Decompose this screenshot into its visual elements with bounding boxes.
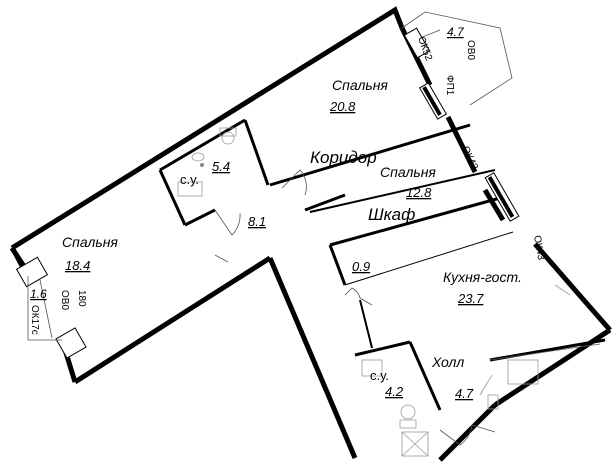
bath-bottom-fixtures: [361, 359, 429, 457]
room-name-bath-bottom: с.у.: [370, 368, 389, 383]
room-area-bedroom-mid: 12.8: [406, 185, 432, 200]
element-codes: ОК52 ОВ0 ФП1 ОК42 ОК43 ОВ0 ОК17с 180: [29, 35, 546, 334]
room-name-wardrobe: Шкаф: [368, 205, 415, 224]
bath-top-fixtures: [177, 127, 237, 197]
room-name-bath-top: с.у.: [180, 172, 199, 187]
room-area-bedroom-left: 18.4: [65, 258, 90, 273]
code-ok17: ОК17с: [29, 305, 40, 335]
room-name-bedroom-left: Спальня: [62, 234, 118, 250]
room-name-bedroom-top: Спальня: [332, 77, 388, 93]
code-ok43: ОК43: [531, 235, 546, 262]
room-labels: Спальня 20.8 Спальня 18.4 Спальня 12.8 К…: [30, 25, 522, 401]
room-area-bath-top: 5.4: [212, 159, 230, 174]
balcony-area-top-right: 4.7: [447, 25, 465, 39]
code-180: 180: [76, 290, 87, 307]
room-area-kitchen: 23.7: [457, 291, 484, 306]
windows: [403, 27, 520, 222]
room-area-bedroom-top: 20.8: [329, 99, 356, 114]
room-area-corridor: 8.1: [248, 214, 266, 229]
room-area-hall: 4.7: [455, 386, 474, 401]
room-name-kitchen: Кухня-гост.: [443, 269, 522, 285]
balcony-left: [10, 247, 87, 359]
doors: [214, 169, 496, 446]
room-area-bath-bottom: 4.2: [385, 384, 404, 399]
room-name-hall: Холл: [431, 354, 464, 370]
balcony-area-left: 1.6: [30, 287, 47, 301]
code-ok42: ОК42: [459, 145, 480, 172]
room-name-bedroom-mid: Спальня: [380, 164, 436, 180]
code-ob0-top: ОВ0: [465, 40, 476, 60]
kitchen-fixtures: [489, 284, 601, 385]
code-ofp: ФП1: [444, 75, 455, 96]
code-ob0-left: ОВ0: [59, 290, 70, 310]
hall-closet: [479, 374, 499, 410]
room-area-wardrobe: 0.9: [352, 259, 370, 274]
room-name-corridor: Коридор: [310, 148, 377, 167]
